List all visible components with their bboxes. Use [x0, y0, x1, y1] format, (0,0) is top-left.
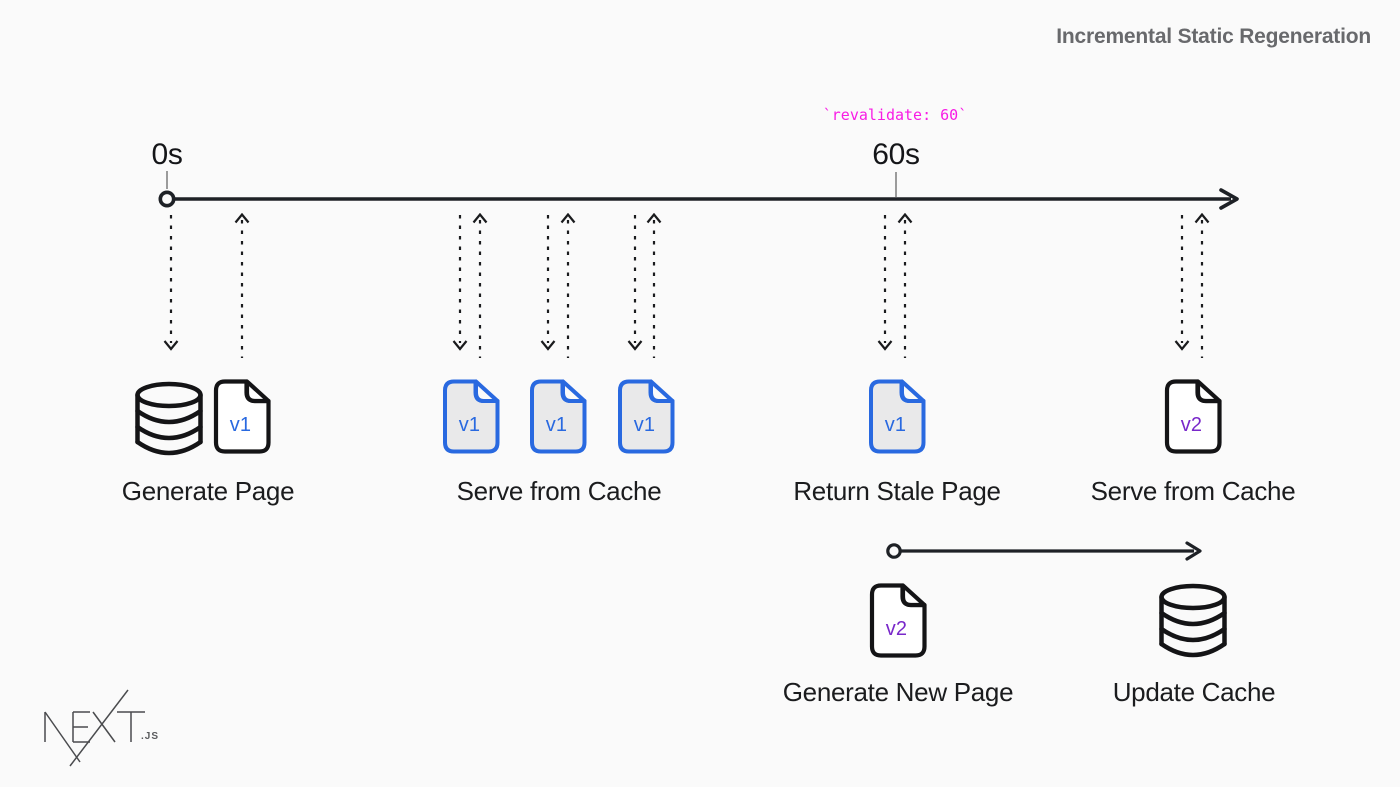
response-arrow-icon [560, 212, 576, 359]
timeline-end-label: 60s [872, 138, 920, 171]
response-arrow-icon [897, 212, 913, 359]
response-arrow-icon [1194, 212, 1210, 359]
file-version-label: v2 [1180, 414, 1203, 436]
file-version-label: v1 [458, 414, 481, 436]
new-page-file-icon: v2 [869, 583, 927, 659]
file-version-label: v1 [229, 414, 252, 436]
page-title: Incremental Static Regeneration [1056, 25, 1371, 48]
main-timeline-arrow [155, 187, 1245, 211]
page-file-icon: v1 [213, 379, 271, 455]
file-version-label: v1 [545, 414, 568, 436]
step-label-generate-new-page: Generate New Page [782, 677, 1014, 707]
regen-start-dot [886, 543, 902, 559]
logo-js-suffix: .JS [141, 731, 160, 742]
database-icon [1157, 583, 1229, 659]
request-arrow-icon [452, 213, 468, 359]
nextjs-wordmark-icon [44, 689, 145, 767]
stale-page-file-icon: v1 [868, 379, 926, 455]
file-version-label: v1 [633, 414, 656, 436]
step-label-return-stale-page: Return Stale Page [793, 476, 1001, 506]
arrowhead-icon [1185, 541, 1202, 561]
cached-page-file-icon: v1 [617, 379, 675, 455]
file-version-label: v2 [885, 618, 908, 640]
cached-page-file-icon: v1 [442, 379, 500, 455]
request-arrow-icon [627, 213, 643, 359]
nextjs-logo: .JS [38, 684, 168, 779]
regen-timeline-arrow [886, 539, 1216, 563]
file-version-label: v1 [884, 414, 907, 436]
revalidate-code-annotation: `revalidate: 60` [822, 106, 968, 124]
response-arrow-icon [646, 212, 662, 359]
request-arrow-icon [540, 213, 556, 359]
step-label-serve-from-cache: Serve from Cache [456, 476, 662, 506]
request-arrow-icon [163, 213, 179, 359]
request-arrow-icon [877, 213, 893, 359]
timeline-start-dot [158, 190, 176, 208]
page-file-icon: v2 [1164, 379, 1222, 455]
response-arrow-icon [472, 212, 488, 359]
step-label-serve-from-cache-2: Serve from Cache [1090, 476, 1296, 506]
request-arrow-icon [1174, 213, 1190, 359]
database-icon [133, 381, 205, 457]
response-arrow-icon [234, 212, 250, 359]
arrowhead-icon [1219, 188, 1239, 210]
step-label-update-cache: Update Cache [1112, 677, 1276, 707]
timeline-start-tick [166, 171, 168, 189]
timeline-start-label: 0s [151, 138, 183, 171]
timeline-end-tick [895, 172, 897, 197]
step-label-generate-page: Generate Page [121, 476, 295, 506]
cached-page-file-icon: v1 [529, 379, 587, 455]
